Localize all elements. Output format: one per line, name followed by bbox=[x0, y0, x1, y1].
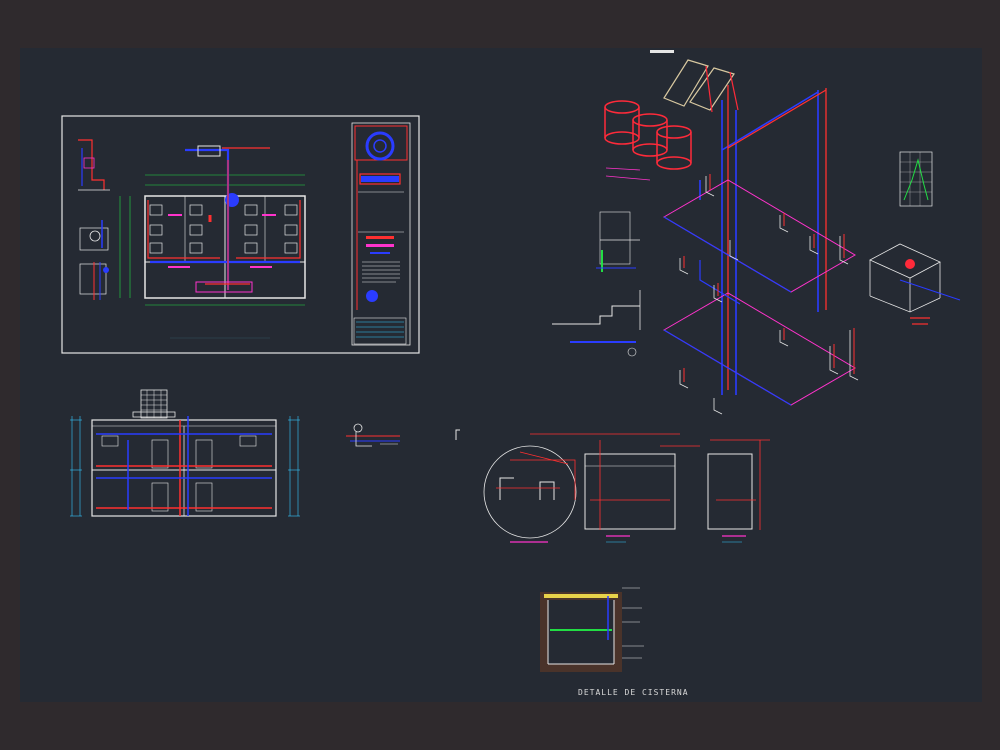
cistern-detail bbox=[540, 587, 644, 672]
cistern-sections bbox=[483, 433, 770, 543]
floor-plan-sheet bbox=[61, 115, 420, 354]
plan-layout bbox=[78, 139, 306, 339]
right-details bbox=[869, 151, 961, 325]
valve-detail bbox=[552, 211, 641, 357]
sheet-border bbox=[61, 115, 420, 354]
cad-model-space[interactable] bbox=[20, 48, 982, 702]
water-tanks bbox=[604, 50, 739, 170]
cistern-detail-caption: DETALLE DE CISTERNA bbox=[578, 688, 689, 697]
north-arrow-icon bbox=[366, 290, 378, 302]
pipe-detail-small bbox=[346, 423, 460, 447]
roof-tank bbox=[132, 389, 176, 419]
isometric-riser-diagram bbox=[604, 50, 859, 415]
plan-detail-left bbox=[78, 139, 110, 300]
logo-icon bbox=[365, 131, 395, 161]
detail-circle bbox=[483, 445, 577, 539]
building-elevation bbox=[70, 389, 300, 517]
title-block bbox=[351, 122, 411, 346]
